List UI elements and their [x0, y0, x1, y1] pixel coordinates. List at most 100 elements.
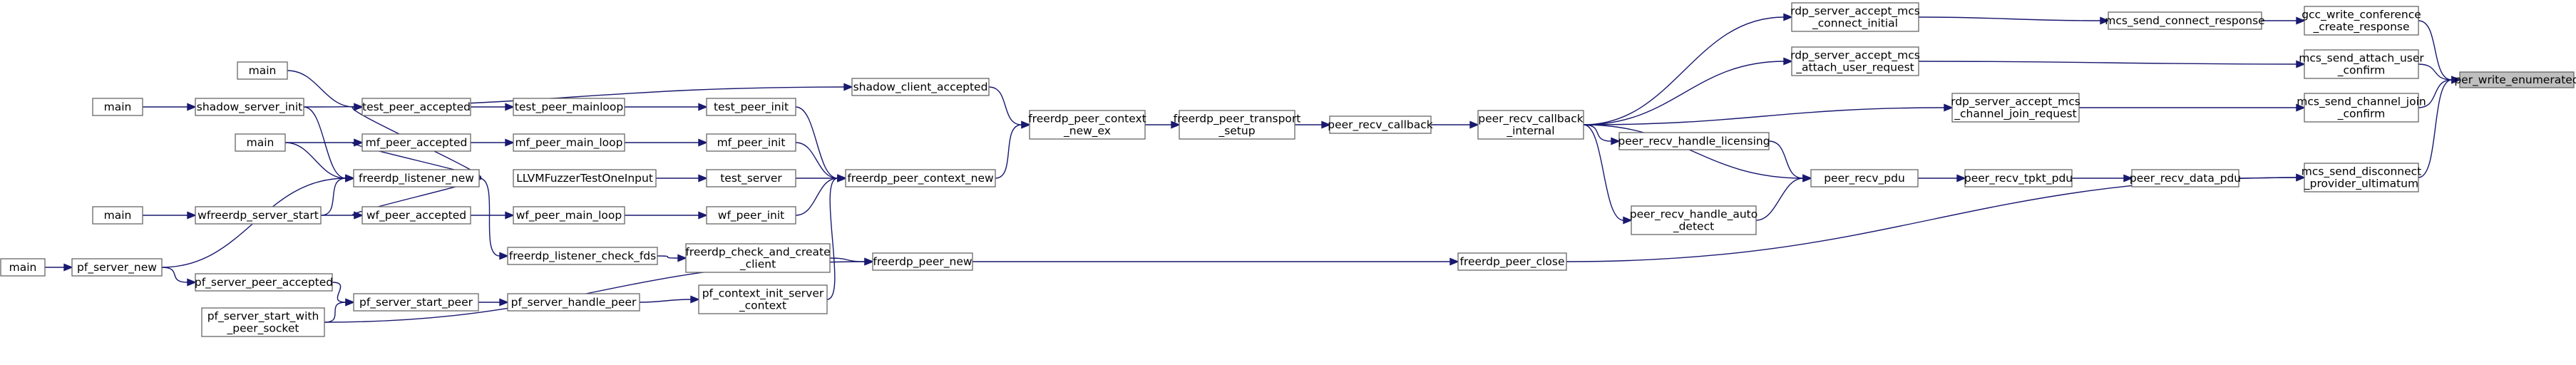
edge-pf-server-start-peer-to-pf-server-handle-peer	[478, 298, 509, 307]
node-freerdp-peer-new[interactable]: freerdp_peer_new	[872, 252, 973, 271]
node-box	[1477, 110, 1584, 140]
node-label: mcs_send_disconnect	[2302, 165, 2421, 179]
edge-test-peer-mainloop-to-test-peer-init	[624, 103, 708, 111]
node-label: peer_recv_pdu	[1824, 172, 1905, 185]
node-box	[92, 206, 143, 225]
node-pf-server-handle-peer[interactable]: pf_server_handle_peer	[507, 293, 640, 312]
edge-wfreerdp-server-start-to-wf-peer-accepted	[321, 211, 364, 220]
node-peer-recv-data-pdu[interactable]: peer_recv_data_pdu	[2130, 169, 2241, 187]
edge-llvmfuzzertestoneinput-to-test-server	[655, 174, 708, 182]
node-box	[353, 293, 479, 312]
node-label: freerdp_check_and_create	[685, 246, 830, 259]
node-pf-context-init-server-context[interactable]: pf_context_init_server_context	[698, 284, 828, 314]
node-wf-peer-init[interactable]: wf_peer_init	[706, 206, 796, 225]
node-test-peer-mainloop[interactable]: test_peer_mainloop	[513, 98, 625, 116]
node-rdp-server-accept-mcs-connect-initial[interactable]: rdp_server_accept_mcs_connect_initial	[1790, 2, 1920, 32]
edge-rdp-server-accept-mcs-connect-initial-to-mcs-send-connect-response	[1918, 16, 2110, 25]
node-box	[698, 284, 828, 314]
node-pf-server-start-with-peer-socket[interactable]: pf_server_start_with_peer_socket	[201, 307, 325, 337]
node-box	[1179, 110, 1295, 140]
node-main-top[interactable]: main	[237, 61, 288, 80]
node-label: freerdp_listener_check_fds	[509, 250, 656, 263]
node-mf-peer-init[interactable]: mf_peer_init	[706, 133, 796, 152]
node-mcs-send-attach-user-confirm[interactable]: mcs_send_attach_user_confirm	[2299, 49, 2424, 79]
node-per-write-enumerated[interactable]: per_write_enumerated	[2454, 71, 2576, 88]
edge-freerdp-peer-context-new-to-freerdp-peer-context-new-ex	[995, 120, 1031, 179]
node-box	[507, 293, 640, 312]
node-wf-peer-accepted[interactable]: wf_peer_accepted	[361, 206, 471, 225]
node-freerdp-peer-context-new-ex[interactable]: freerdp_peer_context_new_ex	[1028, 110, 1146, 140]
edge-peer-recv-callback-to-peer-recv-callback-internal	[1431, 120, 1479, 129]
node-wf-peer-main-loop[interactable]: wf_peer_main_loop	[513, 206, 625, 225]
node-freerdp-listener-new[interactable]: freerdp_listener_new	[353, 169, 480, 187]
node-label: mcs_send_connect_response	[2105, 14, 2264, 28]
node-box	[195, 273, 333, 292]
node-label: _create_response	[2312, 21, 2409, 34]
node-rdp-server-accept-mcs-channel-join-request[interactable]: rdp_server_accept_mcs_channel_join_reque…	[1951, 93, 2080, 123]
node-box	[353, 169, 480, 187]
node-box	[872, 252, 973, 271]
node-label: main	[104, 209, 132, 222]
node-peer-recv-pdu[interactable]: peer_recv_pdu	[1810, 169, 1919, 187]
node-pf-server-new[interactable]: pf_server_new	[71, 258, 163, 277]
node-mcs-send-disconnect-provider-ultimatum[interactable]: mcs_send_disconnect_provider_ultimatum	[2302, 163, 2421, 192]
edge-mf-peer-main-loop-to-mf-peer-init	[625, 138, 708, 147]
node-freerdp-check-and-create-client[interactable]: freerdp_check_and_create_client	[685, 243, 831, 273]
node-label: test_server	[720, 172, 782, 185]
node-label: gcc_write_conference	[2302, 9, 2421, 22]
node-label: freerdp_peer_close	[1459, 255, 1564, 269]
node-label: freerdp_peer_context	[1028, 113, 1146, 126]
node-main-shadow[interactable]: main	[92, 98, 143, 116]
node-pf-server-peer-accepted[interactable]: pf_server_peer_accepted	[195, 273, 333, 292]
node-mf-peer-accepted[interactable]: mf_peer_accepted	[361, 133, 471, 152]
node-freerdp-peer-close[interactable]: freerdp_peer_close	[1457, 252, 1567, 271]
nodes-layer: per_write_enumerated gcc_write_conference…	[0, 2, 2576, 337]
node-box	[1029, 110, 1146, 140]
node-main-mf[interactable]: main	[235, 133, 286, 152]
node-main-pf[interactable]: main	[0, 258, 46, 277]
node-label: test_peer_init	[714, 101, 789, 114]
node-box	[71, 258, 163, 277]
node-peer-recv-callback-internal[interactable]: peer_recv_callback_internal	[1477, 110, 1584, 140]
node-llvmfuzzertestoneinput[interactable]: LLVMFuzzerTestOneInput	[513, 169, 657, 187]
node-main-wf[interactable]: main	[92, 206, 143, 225]
node-freerdp-listener-check-fds[interactable]: freerdp_listener_check_fds	[507, 247, 658, 265]
edge-main-pf-to-pf-server-new	[45, 263, 73, 272]
edge-freerdp-peer-transport-setup-to-peer-recv-callback	[1295, 120, 1331, 129]
node-label: _internal	[1506, 125, 1554, 138]
edge-test-peer-accepted-to-test-peer-mainloop	[470, 103, 515, 111]
node-freerdp-peer-transport-setup[interactable]: freerdp_peer_transport_setup	[1174, 110, 1301, 140]
node-label: wfreerdp_server_start	[197, 209, 319, 222]
node-peer-recv-callback[interactable]: peer_recv_callback	[1328, 115, 1433, 134]
node-box	[201, 307, 325, 337]
node-peer-recv-handle-licensing[interactable]: peer_recv_handle_licensing	[1618, 132, 1770, 150]
node-test-peer-init[interactable]: test_peer_init	[706, 98, 796, 116]
node-box	[1791, 46, 1919, 76]
node-label: test_peer_accepted	[362, 101, 471, 114]
node-freerdp-peer-context-new[interactable]: freerdp_peer_context_new	[845, 169, 996, 187]
node-label: test_peer_mainloop	[515, 101, 623, 114]
node-pf-server-start-peer[interactable]: pf_server_start_peer	[353, 293, 479, 312]
node-mcs-send-connect-response[interactable]: mcs_send_connect_response	[2105, 11, 2265, 30]
node-gcc-write-conference-create-response[interactable]: gcc_write_conference_create_response	[2302, 6, 2421, 36]
node-mf-peer-main-loop[interactable]: mf_peer_main_loop	[513, 133, 625, 152]
node-test-peer-accepted[interactable]: test_peer_accepted	[361, 98, 471, 116]
node-box	[361, 206, 471, 225]
node-box	[2108, 11, 2262, 30]
node-shadow-server-init[interactable]: shadow_server_init	[195, 98, 304, 116]
node-wfreerdp-server-start[interactable]: wfreerdp_server_start	[195, 206, 322, 225]
node-label: mf_peer_main_loop	[515, 136, 623, 150]
node-label: freerdp_listener_new	[359, 172, 474, 185]
node-mcs-send-channel-join-confirm[interactable]: mcs_send_channel_join_confirm	[2297, 93, 2426, 123]
node-label: _context	[739, 299, 786, 313]
node-rdp-server-accept-mcs-attach-user-request[interactable]: rdp_server_accept_mcs_attach_user_reques…	[1790, 46, 1920, 76]
node-box	[1951, 93, 2080, 123]
node-box	[685, 243, 831, 273]
node-peer-recv-tpkt-pdu[interactable]: peer_recv_tpkt_pdu	[1964, 169, 2073, 187]
edge-mcs-send-disconnect-provider-ultimatum-to-per-write-enumerated	[2418, 76, 2461, 178]
node-label: wf_peer_init	[718, 209, 784, 222]
node-shadow-client-accepted[interactable]: shadow_client_accepted	[851, 78, 990, 96]
node-test-server[interactable]: test_server	[706, 169, 796, 187]
node-peer-recv-handle-auto-detect[interactable]: peer_recv_handle_auto_detect	[1630, 205, 1758, 235]
node-box	[1329, 115, 1432, 134]
